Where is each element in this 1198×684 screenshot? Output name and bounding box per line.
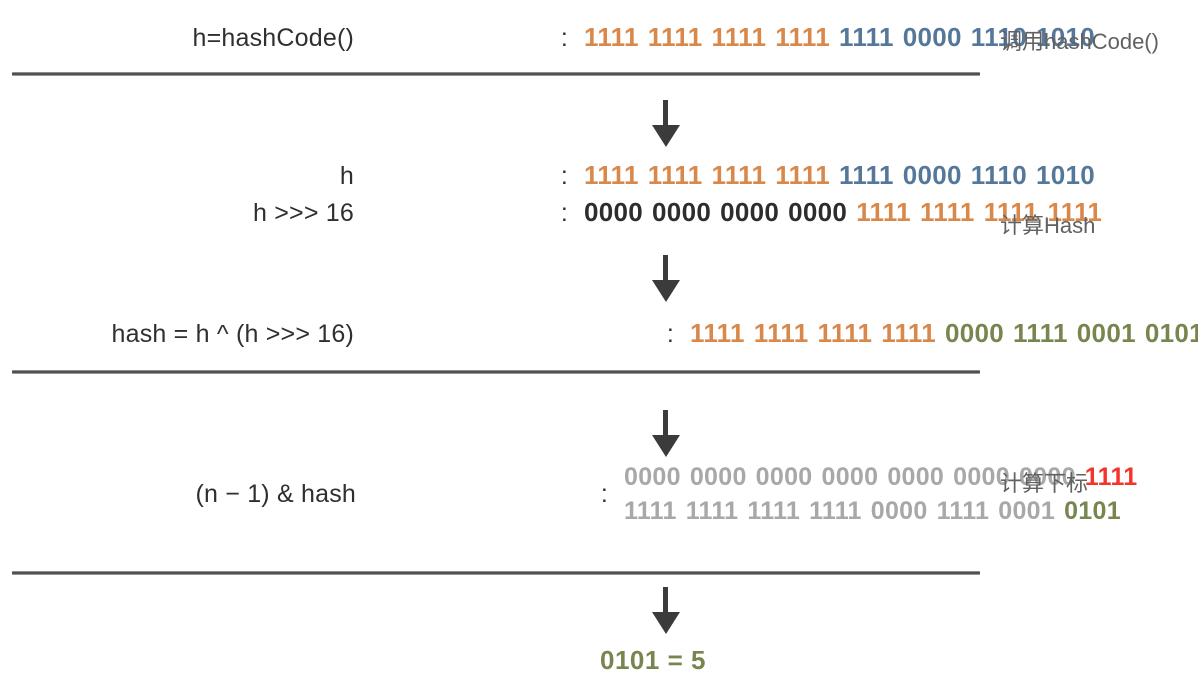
down-arrow-icon [641, 255, 691, 303]
down-arrow-icon [641, 587, 691, 635]
bit-group: 1111 [809, 497, 862, 525]
row-shift-colon: : [560, 199, 568, 227]
bit-group: 1010 [1035, 160, 1096, 190]
bit-group: 1111 [647, 160, 703, 190]
result-value: 0101 = 5 [600, 645, 706, 675]
row-xor-bits: 1111 1111 1111 1111 0000 1111 0001 0101 [674, 318, 1198, 349]
bit-group: 1111 [1013, 318, 1068, 348]
down-arrow-icon [641, 410, 691, 458]
bit-group: 1111 [747, 497, 801, 525]
bit-group-highlight: 0101 [1064, 497, 1121, 525]
bit-group: 0000 [584, 197, 644, 227]
bit-group: 0000 [945, 318, 1005, 348]
bit-group: 1111 [881, 318, 936, 348]
row-h-label: h [339, 162, 354, 190]
bit-group: 1111 [690, 318, 745, 348]
bit-group: 1111 [839, 22, 894, 52]
bit-group: 0001 [1076, 318, 1136, 348]
bit-group: 0000 [887, 463, 945, 491]
row-shift: h >>> 16 : 0000 0000 0000 0000 1111 1111 1111 1… [146, 197, 1102, 228]
bit-group: 1010 [1035, 22, 1096, 52]
bit-group: 0000 [870, 497, 928, 525]
stage-caption-hashcode: 调用hashCode() [1000, 29, 1159, 54]
bit-group: 1111 [839, 160, 894, 190]
bit-group: 0101 [1144, 318, 1198, 348]
row-index-operand-bottom: 1111 1111 1111 1111 0000 1111 0001 0101 [624, 497, 1137, 526]
bit-group: 1111 [685, 497, 739, 525]
bit-group: 0000 [953, 463, 1010, 491]
bit-group: 1110 [970, 22, 1027, 52]
row-index-operand-top: 0000 0000 0000 0000 0000 0000 0000 1111 [624, 463, 1137, 492]
bit-group: 0000 [755, 463, 813, 491]
row-hashcode-label: h=hashCode() [192, 24, 354, 52]
bit-group: 1111 [584, 160, 639, 190]
bit-group: 1111 [753, 318, 809, 348]
row-index-label: (n − 1) & hash [195, 480, 356, 508]
bit-group: 1111 [584, 22, 639, 52]
bit-group: 1111 [856, 197, 911, 227]
row-h-colon: : [560, 162, 568, 190]
divider-rule-1 [12, 72, 980, 76]
bit-group: 1110 [970, 160, 1027, 190]
bit-group: 1111 [711, 160, 767, 190]
stage-caption-hash: 计算Hash [1000, 213, 1096, 238]
row-xor-colon: : [666, 320, 674, 348]
bit-group: 0000 [821, 463, 879, 491]
row-shift-label: h >>> 16 [252, 199, 354, 227]
bit-group: 1111 [919, 197, 975, 227]
row-h: h : 1111 1111 1111 1111 1111 0000 1110 1010 [146, 160, 1095, 191]
row-h-bits: 1111 1111 1111 1111 1111 0000 1110 1010 [568, 160, 1095, 191]
bit-group: 1111 [936, 497, 990, 525]
row-index-colon: : [600, 480, 608, 508]
bit-group: 0000 [689, 463, 747, 491]
row-result: 0101 = 5 [600, 645, 706, 676]
stage-caption-index: 计算下标 [1000, 471, 1089, 496]
divider-rule-3 [12, 571, 980, 575]
bit-group: 0000 [902, 22, 962, 52]
bit-group: 0000 [788, 197, 848, 227]
row-xor-label: hash = h ^ (h >>> 16) [111, 320, 354, 348]
divider-rule-2 [12, 370, 980, 374]
row-shift-bits: 0000 0000 0000 0000 1111 1111 1111 1111 [568, 197, 1102, 228]
bit-group: 1111 [775, 22, 830, 52]
row-hashcode-colon: : [560, 24, 568, 52]
bit-group: 0000 [720, 197, 780, 227]
bit-group: 0000 [1018, 463, 1076, 491]
down-arrow-icon [641, 100, 691, 148]
bit-group: 1111 [647, 22, 703, 52]
bit-group: 1111 [1047, 197, 1103, 227]
bit-group: 0000 [902, 160, 962, 190]
bit-group: 0001 [998, 497, 1056, 525]
row-hashcode-bits: 1111 1111 1111 1111 1111 0000 1110 1010 [568, 22, 1095, 53]
bit-group: 1111 [983, 197, 1039, 227]
bit-group-highlight: 1111 [1084, 463, 1138, 491]
bit-group: 0000 [624, 463, 681, 491]
bit-group: 1111 [817, 318, 873, 348]
bit-group: 1111 [711, 22, 767, 52]
bit-group: 0000 [652, 197, 712, 227]
bit-group: 1111 [624, 497, 677, 525]
bit-group: 1111 [775, 160, 830, 190]
